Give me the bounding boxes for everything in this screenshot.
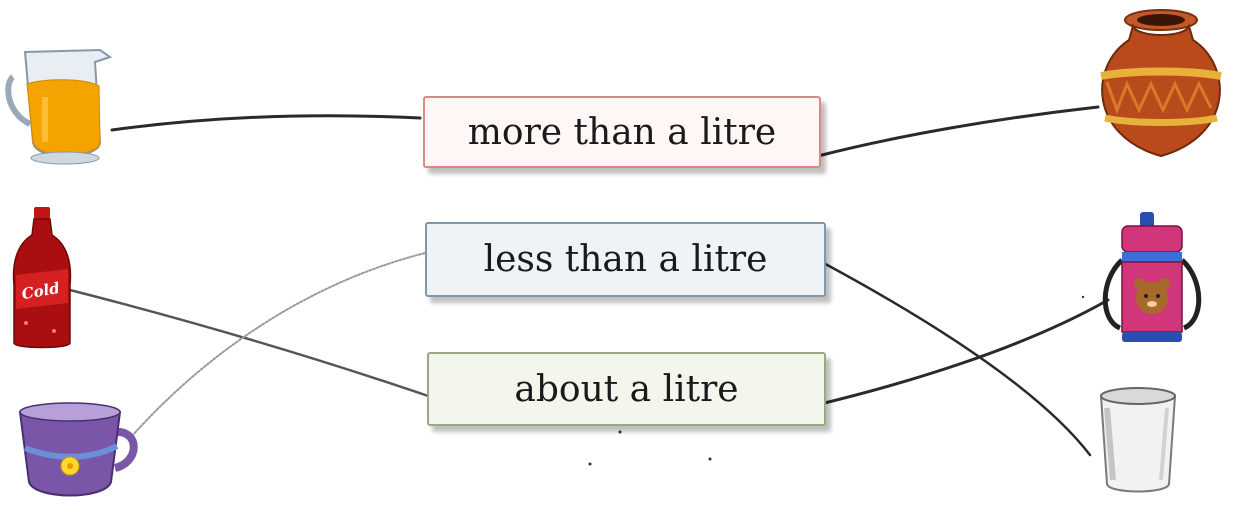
line-jug-to-more [112, 116, 420, 130]
option-less-than-a-litre[interactable]: less than a litre [425, 222, 826, 297]
water-bottle-icon[interactable] [1100, 210, 1205, 345]
tea-cup-icon[interactable] [15, 400, 140, 505]
jug-icon[interactable] [5, 42, 115, 166]
line-less-to-glass [818, 260, 1090, 455]
option-about-label: about a litre [514, 369, 738, 410]
line-about-to-flask [812, 300, 1108, 406]
soda-bottle-icon[interactable]: Cold [10, 205, 74, 351]
line-more-to-pot [818, 107, 1098, 156]
option-more-than-a-litre[interactable]: more than a litre [423, 96, 821, 168]
line-soda-to-about [70, 290, 440, 400]
option-about-a-litre[interactable]: about a litre [427, 352, 826, 426]
glass-icon[interactable] [1097, 386, 1179, 496]
option-less-label: less than a litre [484, 239, 768, 280]
clay-pot-icon[interactable] [1093, 6, 1229, 161]
option-more-label: more than a litre [468, 112, 776, 153]
line-cup-to-less [132, 253, 425, 436]
